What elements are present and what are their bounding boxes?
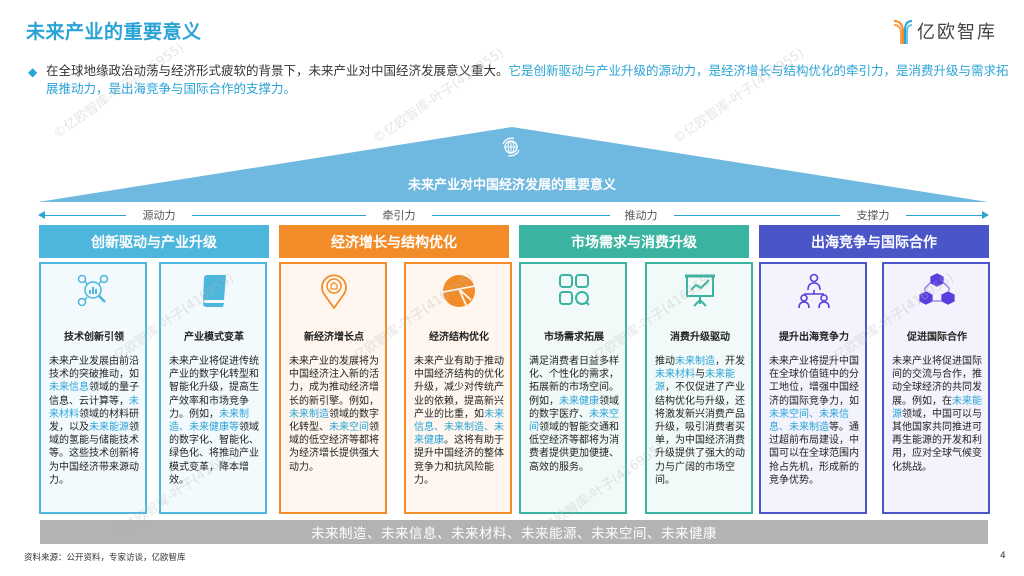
roof-banner [38,127,988,202]
category-header-innovation: 创新驱动与产业升级 [39,225,269,258]
diamond-bullet-icon: ◆ [28,65,38,79]
card-industry-model: 产业模式变革 未来产业将促进传统产业的数字化转型和智能化升级，提高生产效率和市场… [159,262,267,514]
body-text: ，开发 [715,356,745,367]
intro-highlight-text: 它是创新驱动与产业升级的源动力，是经济增长与结构优化的牵引力，是消费升级与需求拓… [46,63,1009,96]
body-text: 领域的数字化、智能化、绿色化、将推动产业模式变革，降本增效。 [169,422,259,486]
highlighted-industry: 未来健康 [559,395,599,407]
axis-label-push-power: 推动力 [624,209,658,222]
highlighted-industry: 未来信息 [49,382,89,394]
card-body: 未来产业将促进传统产业的数字化转型和智能化升级，提高生产效率和市场竞争力。例如，… [169,355,259,487]
page-number: 4 [1000,551,1006,561]
category-header-international: 出海竞争与国际合作 [759,225,989,258]
body-text: 领域的智能交通和低空经济等都将为消费者提供更加便捷、高效的服务。 [529,422,619,473]
card-title: 新经济增长点 [304,332,364,343]
page-title: 未来产业的重要意义 [26,21,202,43]
globe-icon [502,137,520,157]
grid-search-icon [559,274,590,306]
axis-line [674,215,840,216]
logo: 亿欧智库 [893,17,997,45]
body-text: 领域的材料研发，以及 [49,408,139,434]
highlighted-industry: 未来空间 [329,422,369,434]
highlighted-industry: 未来制造、未来健康等 [169,408,249,434]
highlighted-industry: 未来制造 [675,356,715,367]
body-text: 。这将有助于提升中国经济的整体竞争力和抗风险能力。 [414,435,504,486]
body-text: 领域的数字医疗、 [529,395,619,420]
intro-plain-text: 在全球地缘政治动荡与经济形式疲软的背景下，未来产业对中国经济发展意义重大。 [46,63,509,78]
body-text: ，不仅促进了产业结构优化与升级，还将激发新兴消费产品升级，吸引消费者买单，为中国… [655,382,745,486]
roof-title: 未来产业对中国经济发展的重要意义 [407,178,616,193]
card-title: 产业模式变革 [184,332,244,343]
source-note: 资料来源：公开资料，专家访谈，亿欧智库 [24,553,186,563]
axis-line [192,215,366,216]
body-text: 等。通过超前布局建设，中国可以在全球范围内抢占先机，形成新的竞争优势。 [769,422,859,486]
book-icon [203,275,226,307]
card-title: 促进国际合作 [907,332,967,343]
card-title: 消费升级驱动 [670,332,730,343]
body-text: 与 [695,369,705,381]
card-body: 未来产业有助于推动中国经济结构的优化升级，减少对传统产业的依赖，提高新兴产业的比… [414,355,504,487]
highlighted-industry: 未来材料 [655,369,695,381]
body-text: 领域，中国可以与其他国家共同推进可再生能源的开发和利用，应对全球气候变化挑战。 [892,408,982,473]
axis-line [906,215,983,216]
body-text: 推动 [655,356,675,367]
body-text: 未来产业将促进国际间的交流与合作，推动全球经济的共同发展。例如，在 [892,356,982,407]
highlighted-industry: 未来空间、未来信息、未来制造 [769,408,849,434]
future-industries-bar: 未来制造、未来信息、未来材料、未来能源、未来空间、未来健康 [40,520,988,544]
axis-line [432,215,610,216]
card-consumption-upgrade: 消费升级驱动 推动未来制造，开发未来材料与未来能源，不仅促进了产业结构优化与升级… [645,262,753,514]
card-body: 未来产业将促进国际间的交流与合作，推动全球经济的共同发展。例如，在未来能源领域，… [892,355,982,474]
highlighted-industry: 未来信息、未来制造、未来健康 [414,408,504,447]
card-body: 未来产业将提升中国在全球价值链中的分工地位，增强中国经济的国际竞争力，如未来空间… [769,355,859,487]
card-tech-innovation: 技术创新引领 未来产业发展由前沿技术的突破推动，如未来信息领域的量子信息、云计算… [39,262,147,514]
category-header-growth: 经济增长与结构优化 [279,225,509,258]
body-text: 未来产业将提升中国在全球价值链中的分工地位，增强中国经济的国际竞争力，如 [769,356,859,407]
arrow-right-icon [982,211,989,219]
card-title: 市场需求拓展 [544,332,604,343]
arrow-left-icon [38,211,45,219]
highlighted-industry: 未来材料 [49,395,139,420]
body-text: 领域的氢能与储能技术等。这些技术创新将为中国经济带来源动力。 [49,422,139,486]
pie-chart-icon [442,275,476,307]
body-text: 领域的量子信息、云计算等， [49,382,139,407]
axis-label-pull-power: 牵引力 [382,209,416,222]
body-text: 未来产业有助于推动中国经济结构的优化升级，减少对传统产业的依赖，提高新兴产业的比… [414,356,504,420]
card-body: 满足消费者日益多样化、个性化的需求，拓展新的市场空间。例如，未来健康领域的数字医… [529,355,619,474]
card-market-demand: 市场需求拓展 满足消费者日益多样化、个性化的需求，拓展新的市场空间。例如，未来健… [519,262,627,514]
logo-mark-icon [893,20,913,44]
card-title: 经济结构优化 [429,332,489,343]
cubes-network-icon [919,273,955,305]
card-overseas-competitiveness: 提升出海竞争力 未来产业将提升中国在全球价值链中的分工地位，增强中国经济的国际竞… [759,262,867,514]
tech-innovation-icon [77,274,109,307]
body-text: 满足消费者日益多样化、个性化的需求，拓展新的市场空间。例如， [529,356,619,407]
body-text: 未来产业发展由前沿技术的突破推动，如 [49,356,139,381]
axis-label-source-power: 源动力 [142,209,176,222]
highlighted-industry: 未来空间 [529,408,619,434]
card-title: 提升出海竞争力 [779,332,849,343]
card-title: 技术创新引领 [64,332,124,343]
location-pin-icon [321,274,347,310]
card-new-growth-point: 新经济增长点 未来产业的发展将为中国经济注入新的活力，成为推动经济增长的新引擎。… [279,262,387,514]
presentation-chart-icon [685,274,715,307]
team-hierarchy-icon [798,273,830,309]
card-body: 未来产业的发展将为中国经济注入新的活力，成为推动经济增长的新引擎。例如，未来制造… [289,355,379,474]
highlighted-industry: 未来制造 [289,408,329,420]
body-text: 未来产业的发展将为中国经济注入新的活力，成为推动经济增长的新引擎。例如， [289,356,379,407]
axis-label-support-power: 支撑力 [856,209,890,222]
body-text: 领域的数字化转型、 [289,408,379,434]
card-body: 推动未来制造，开发未来材料与未来能源，不仅促进了产业结构优化与升级，还将激发新兴… [655,355,745,487]
highlighted-industry: 未来能源 [89,422,129,434]
card-structure-optimization: 经济结构优化 未来产业有助于推动中国经济结构的优化升级，减少对传统产业的依赖，提… [404,262,512,514]
body-text: 未来产业将促进传统产业的数字化转型和智能化升级，提高生产效率和市场竞争力。例如， [169,356,259,420]
highlighted-industry: 未来能源 [892,395,982,420]
highlighted-industry: 未来能源 [655,369,735,394]
axis-line [44,215,126,216]
category-header-consumption: 市场需求与消费升级 [519,225,749,258]
body-text: 领域的低空经济等都将为经济增长提供强大动力。 [289,422,379,473]
logo-text: 亿欧智库 [917,22,997,43]
card-body: 未来产业发展由前沿技术的突破推动，如未来信息领域的量子信息、云计算等，未来材料领… [49,355,139,487]
card-international-cooperation: 促进国际合作 未来产业将促进国际间的交流与合作，推动全球经济的共同发展。例如，在… [882,262,990,514]
intro-paragraph: ◆ 在全球地缘政治动荡与经济形式疲软的背景下，未来产业对中国经济发展意义重大。它… [26,62,1011,98]
